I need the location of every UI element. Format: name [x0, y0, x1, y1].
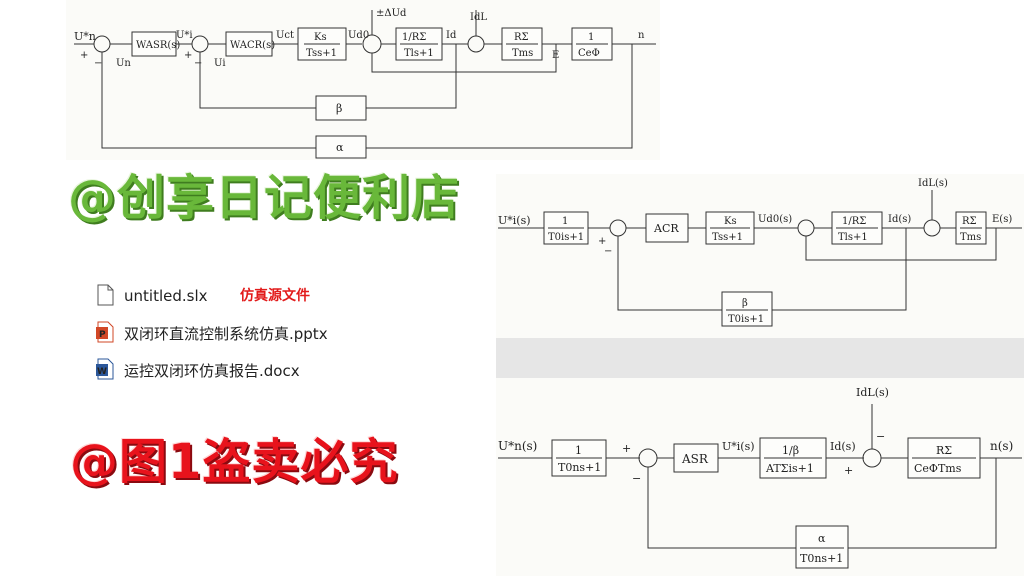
svg-text:Ks: Ks	[314, 32, 327, 43]
svg-text:+: +	[80, 50, 88, 61]
svg-text:T0ns+1: T0ns+1	[558, 461, 601, 474]
svg-text:P: P	[99, 330, 106, 340]
svg-text:Tls+1: Tls+1	[838, 232, 868, 243]
watermark-red: @图1盗卖必究	[70, 434, 399, 490]
file-name: 运控双闭环仿真报告.docx	[124, 361, 300, 380]
svg-text:RΣ: RΣ	[962, 216, 977, 227]
svg-text:−: −	[632, 472, 641, 485]
svg-text:Ks: Ks	[724, 216, 737, 227]
svg-text:Uct: Uct	[276, 30, 294, 41]
svg-text:+: +	[622, 442, 631, 455]
svg-text:±ΔUd: ±ΔUd	[376, 8, 407, 19]
svg-text:α: α	[336, 141, 344, 154]
file-name: untitled.slx	[124, 287, 208, 305]
svg-text:Tls+1: Tls+1	[404, 48, 434, 59]
speed-loop-diagram: U*n(s) 1 T0ns+1 + − ASR U*i(s) 1/β ATΣis…	[496, 378, 1024, 576]
file-name: 双闭环直流控制系统仿真.pptx	[124, 324, 328, 343]
svg-text:W: W	[97, 367, 107, 377]
svg-text:−: −	[194, 58, 202, 69]
mid-diagram-svg: U*i(s) 1 T0is+1 + − ACR Ks Tss+1 Ud0(s) …	[498, 178, 1022, 327]
powerpoint-icon: P	[96, 321, 116, 345]
top-acr-block	[225, 31, 273, 57]
mid-beta-block	[721, 291, 773, 327]
svg-text:n(s): n(s)	[990, 439, 1013, 453]
svg-text:Tms: Tms	[960, 232, 981, 243]
mid-sum-1	[609, 219, 627, 237]
top-beta-block	[315, 95, 367, 121]
source-file-tag: 仿真源文件	[240, 288, 310, 304]
svg-text:Ui: Ui	[214, 58, 226, 69]
svg-text:IdL: IdL	[470, 12, 487, 23]
svg-text:Tss+1: Tss+1	[306, 48, 337, 59]
current-loop-diagram: U*i(s) 1 T0is+1 + − ACR Ks Tss+1 Ud0(s) …	[496, 174, 1024, 338]
bot-sum-2	[862, 448, 882, 468]
svg-text:RΣ: RΣ	[936, 444, 952, 457]
svg-text:1: 1	[562, 216, 568, 227]
top-diagram-svg: U*n + − Un WASR(s) U*i + − Ui WACR(s) Uc…	[74, 8, 656, 159]
svg-text:Ud0: Ud0	[348, 30, 369, 41]
top-block-diagram: U*n + − Un WASR(s) U*i + − Ui WACR(s) Uc…	[66, 0, 660, 160]
svg-text:U*i: U*i	[176, 30, 193, 41]
top-un-label: Un	[116, 58, 131, 69]
file-item-pptx[interactable]: P 双闭环直流控制系统仿真.pptx	[96, 320, 328, 346]
svg-text:U*n(s): U*n(s)	[498, 439, 537, 453]
svg-text:1/RΣ: 1/RΣ	[842, 216, 866, 227]
svg-text:β: β	[336, 102, 342, 115]
svg-text:U*i(s): U*i(s)	[722, 440, 755, 453]
svg-text:+: +	[184, 50, 192, 61]
blank-file-icon	[96, 284, 116, 308]
mid-sum-3	[923, 219, 941, 237]
svg-text:T0is+1: T0is+1	[728, 314, 764, 325]
svg-text:n: n	[638, 30, 645, 41]
svg-text:Id: Id	[446, 30, 457, 41]
top-alpha-block	[315, 135, 367, 159]
svg-text:ASR: ASR	[681, 452, 709, 466]
svg-text:β: β	[742, 298, 748, 309]
svg-text:Tms: Tms	[512, 48, 533, 59]
gray-separator-band	[496, 338, 1024, 378]
svg-text:1: 1	[575, 444, 582, 457]
svg-text:Tss+1: Tss+1	[712, 232, 743, 243]
svg-text:1/RΣ: 1/RΣ	[402, 32, 426, 43]
svg-text:−: −	[876, 430, 885, 443]
top-sum-1	[93, 35, 111, 53]
top-sum-2	[191, 35, 209, 53]
svg-text:1: 1	[588, 32, 594, 43]
top-sum-3	[362, 34, 382, 54]
svg-text:−: −	[604, 246, 612, 257]
svg-text:CeΦ: CeΦ	[578, 48, 600, 59]
watermark-green: @创享日记便利店	[68, 170, 461, 226]
bot-diagram-svg: U*n(s) 1 T0ns+1 + − ASR U*i(s) 1/β ATΣis…	[498, 386, 1022, 569]
svg-text:CeΦTms: CeΦTms	[914, 462, 962, 475]
svg-text:IdL(s): IdL(s)	[856, 386, 889, 399]
bot-alpha-block	[795, 525, 849, 569]
svg-text:1/β: 1/β	[782, 444, 799, 457]
svg-text:WASR(s): WASR(s)	[136, 40, 180, 51]
svg-text:Id(s): Id(s)	[830, 440, 856, 453]
mid-acr-block	[645, 213, 689, 243]
svg-text:IdL(s): IdL(s)	[918, 178, 948, 189]
word-icon: W	[96, 358, 116, 382]
top-sum-4	[467, 35, 485, 53]
svg-text:T0ns+1: T0ns+1	[800, 552, 843, 565]
svg-text:α: α	[818, 532, 826, 545]
file-item-docx[interactable]: W 运控双闭环仿真报告.docx	[96, 357, 300, 383]
svg-text:E(s): E(s)	[992, 214, 1012, 225]
bot-asr-block	[673, 443, 719, 473]
svg-text:ACR: ACR	[653, 222, 679, 235]
svg-text:T0is+1: T0is+1	[548, 232, 584, 243]
top-input-label: U*n	[74, 30, 96, 43]
svg-text:Ud0(s): Ud0(s)	[758, 214, 792, 225]
svg-text:RΣ: RΣ	[514, 32, 529, 43]
bot-sum-1	[638, 448, 658, 468]
svg-text:U*i(s): U*i(s)	[498, 214, 531, 227]
svg-text:WACR(s): WACR(s)	[230, 40, 275, 51]
svg-text:+: +	[598, 236, 606, 247]
svg-text:+: +	[844, 464, 853, 477]
file-item-slx[interactable]: untitled.slx	[96, 283, 208, 309]
svg-text:ATΣis+1: ATΣis+1	[765, 462, 814, 475]
svg-text:−: −	[94, 58, 102, 69]
svg-text:Id(s): Id(s)	[888, 214, 911, 225]
mid-sum-2	[797, 219, 815, 237]
